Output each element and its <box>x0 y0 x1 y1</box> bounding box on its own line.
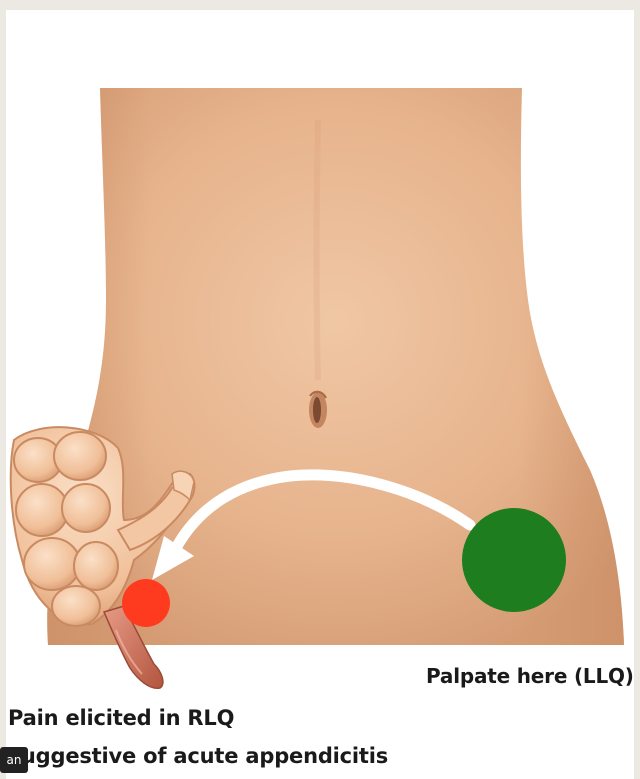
navel <box>309 392 327 428</box>
suggestive-label: Suggestive of acute appendicitis <box>6 744 388 768</box>
palpate-label: Palpate here (LLQ) <box>426 664 634 688</box>
corner-badge: an <box>0 747 28 773</box>
palpation-point-marker <box>462 508 566 612</box>
pain-point-marker <box>122 579 170 627</box>
pain-label: Pain elicited in RLQ <box>8 706 234 730</box>
